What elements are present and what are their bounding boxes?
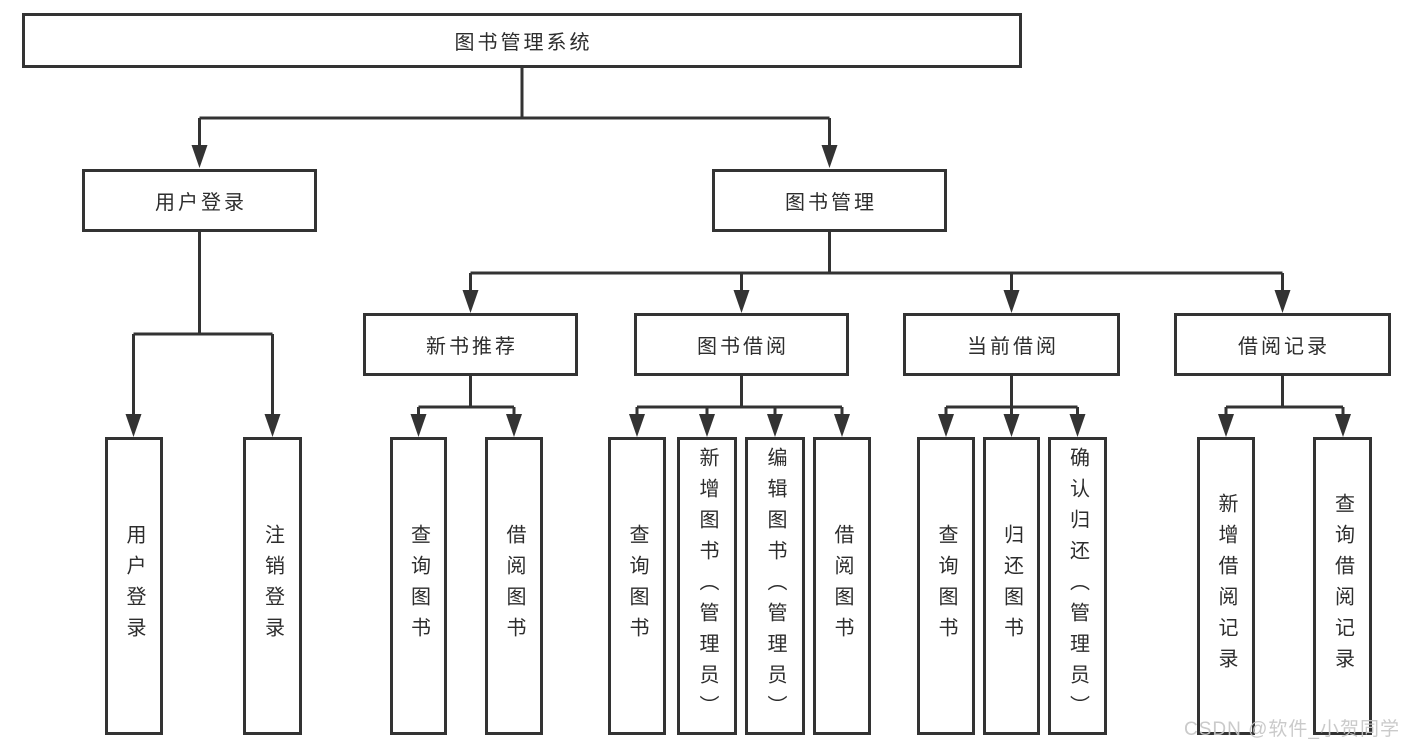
- leaf-node-user-login: 用户登录: [105, 437, 163, 735]
- leaf-node-borrow-books: 借阅图书: [813, 437, 871, 735]
- branch-node-user-login: 用户登录: [82, 169, 317, 232]
- leaf-node-query-books-borrowing: 查询图书: [608, 437, 666, 735]
- leaf-node-label: 查询图书: [626, 524, 648, 648]
- leaf-node-label: 借阅图书: [503, 524, 525, 648]
- leaf-node-query-borrow-record: 查询借阅记录: [1313, 437, 1372, 735]
- leaf-node-label: 借阅图书: [831, 524, 853, 648]
- root-node-library-system: 图书管理系统: [22, 13, 1022, 68]
- branch-node-label: 用户登录: [155, 192, 247, 214]
- group-node-label: 图书借阅: [697, 336, 789, 358]
- leaf-node-label: 查询图书: [407, 524, 430, 648]
- group-node-label: 新书推荐: [426, 336, 518, 358]
- leaf-node-return-books: 归还图书: [983, 437, 1040, 735]
- csdn-watermark: CSDN @软件_小贺同学: [1184, 719, 1400, 740]
- leaf-node-query-books-current: 查询图书: [917, 437, 975, 735]
- group-node-new-book-recommendation: 新书推荐: [363, 313, 578, 376]
- leaf-node-confirm-return-admin: 确认归还（管理员）: [1048, 437, 1107, 735]
- group-node-label: 借阅记录: [1238, 336, 1330, 358]
- leaf-node-label: 注销登录: [261, 524, 284, 648]
- leaf-node-label: 归还图书: [1000, 524, 1023, 648]
- leaf-node-add-books-admin: 新增图书（管理员）: [677, 437, 737, 735]
- leaf-node-label: 查询借阅记录: [1331, 493, 1354, 679]
- leaf-node-label: 新增借阅记录: [1215, 493, 1237, 679]
- leaf-node-borrow-books-recommend: 借阅图书: [485, 437, 543, 735]
- leaf-node-label: 新增图书（管理员）: [696, 446, 718, 726]
- leaf-node-logout: 注销登录: [243, 437, 302, 735]
- group-node-book-borrowing: 图书借阅: [634, 313, 849, 376]
- leaf-node-label: 查询图书: [935, 524, 957, 648]
- leaf-node-label: 确认归还（管理员）: [1066, 446, 1089, 726]
- leaf-node-edit-books-admin: 编辑图书（管理员）: [745, 437, 805, 735]
- branch-node-book-management: 图书管理: [712, 169, 947, 232]
- group-node-label: 当前借阅: [967, 336, 1059, 358]
- leaf-node-add-borrow-record: 新增借阅记录: [1197, 437, 1255, 735]
- leaf-node-query-books-recommend: 查询图书: [390, 437, 447, 735]
- leaf-node-label: 用户登录: [123, 524, 145, 648]
- group-node-current-borrowing: 当前借阅: [903, 313, 1120, 376]
- root-node-label: 图书管理系统: [454, 32, 593, 54]
- leaf-node-label: 编辑图书（管理员）: [764, 446, 786, 726]
- group-node-borrowing-records: 借阅记录: [1174, 313, 1391, 376]
- arrowheads: [125, 145, 1351, 437]
- branch-node-label: 图书管理: [785, 192, 877, 214]
